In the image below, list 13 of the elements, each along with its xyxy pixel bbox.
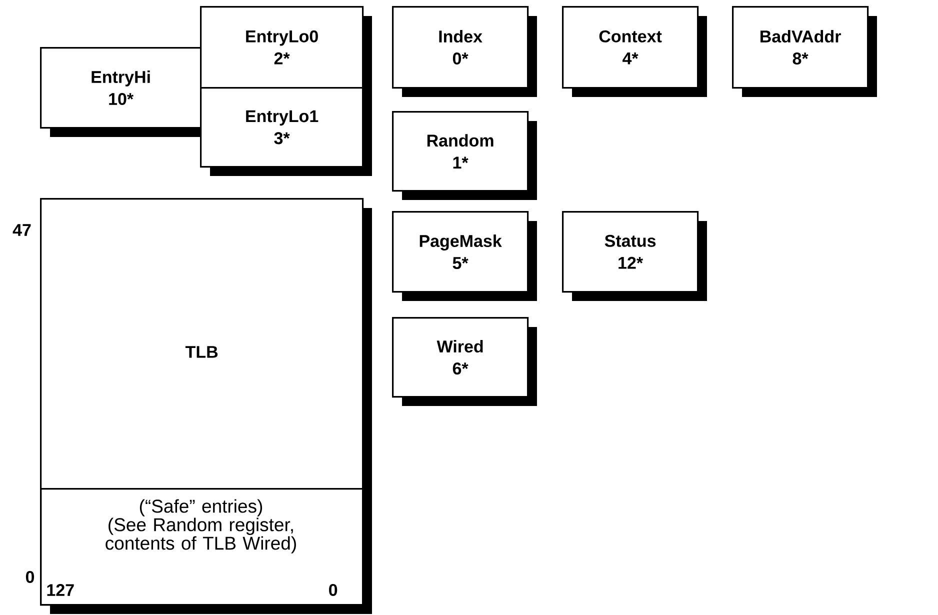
register-box: PageMask 5* [392,211,537,301]
axis-number: 127 [47,584,74,596]
axis-number: 47 [12,224,31,236]
axis-number: 0 [329,584,338,596]
register-box: Random 1* [392,111,537,200]
register-box: BadVAddr 8* [732,6,877,97]
register-box: EntryLo1 3* [200,87,372,176]
register-box: EntryHi 10* [40,47,210,137]
register-box: Context 4* [562,6,707,97]
register-box: Status 12* [562,211,707,301]
register-box: Index 0* [392,6,537,97]
register-box: EntryLo0 2* [200,6,372,97]
register-box: Wired 6* [392,317,537,406]
